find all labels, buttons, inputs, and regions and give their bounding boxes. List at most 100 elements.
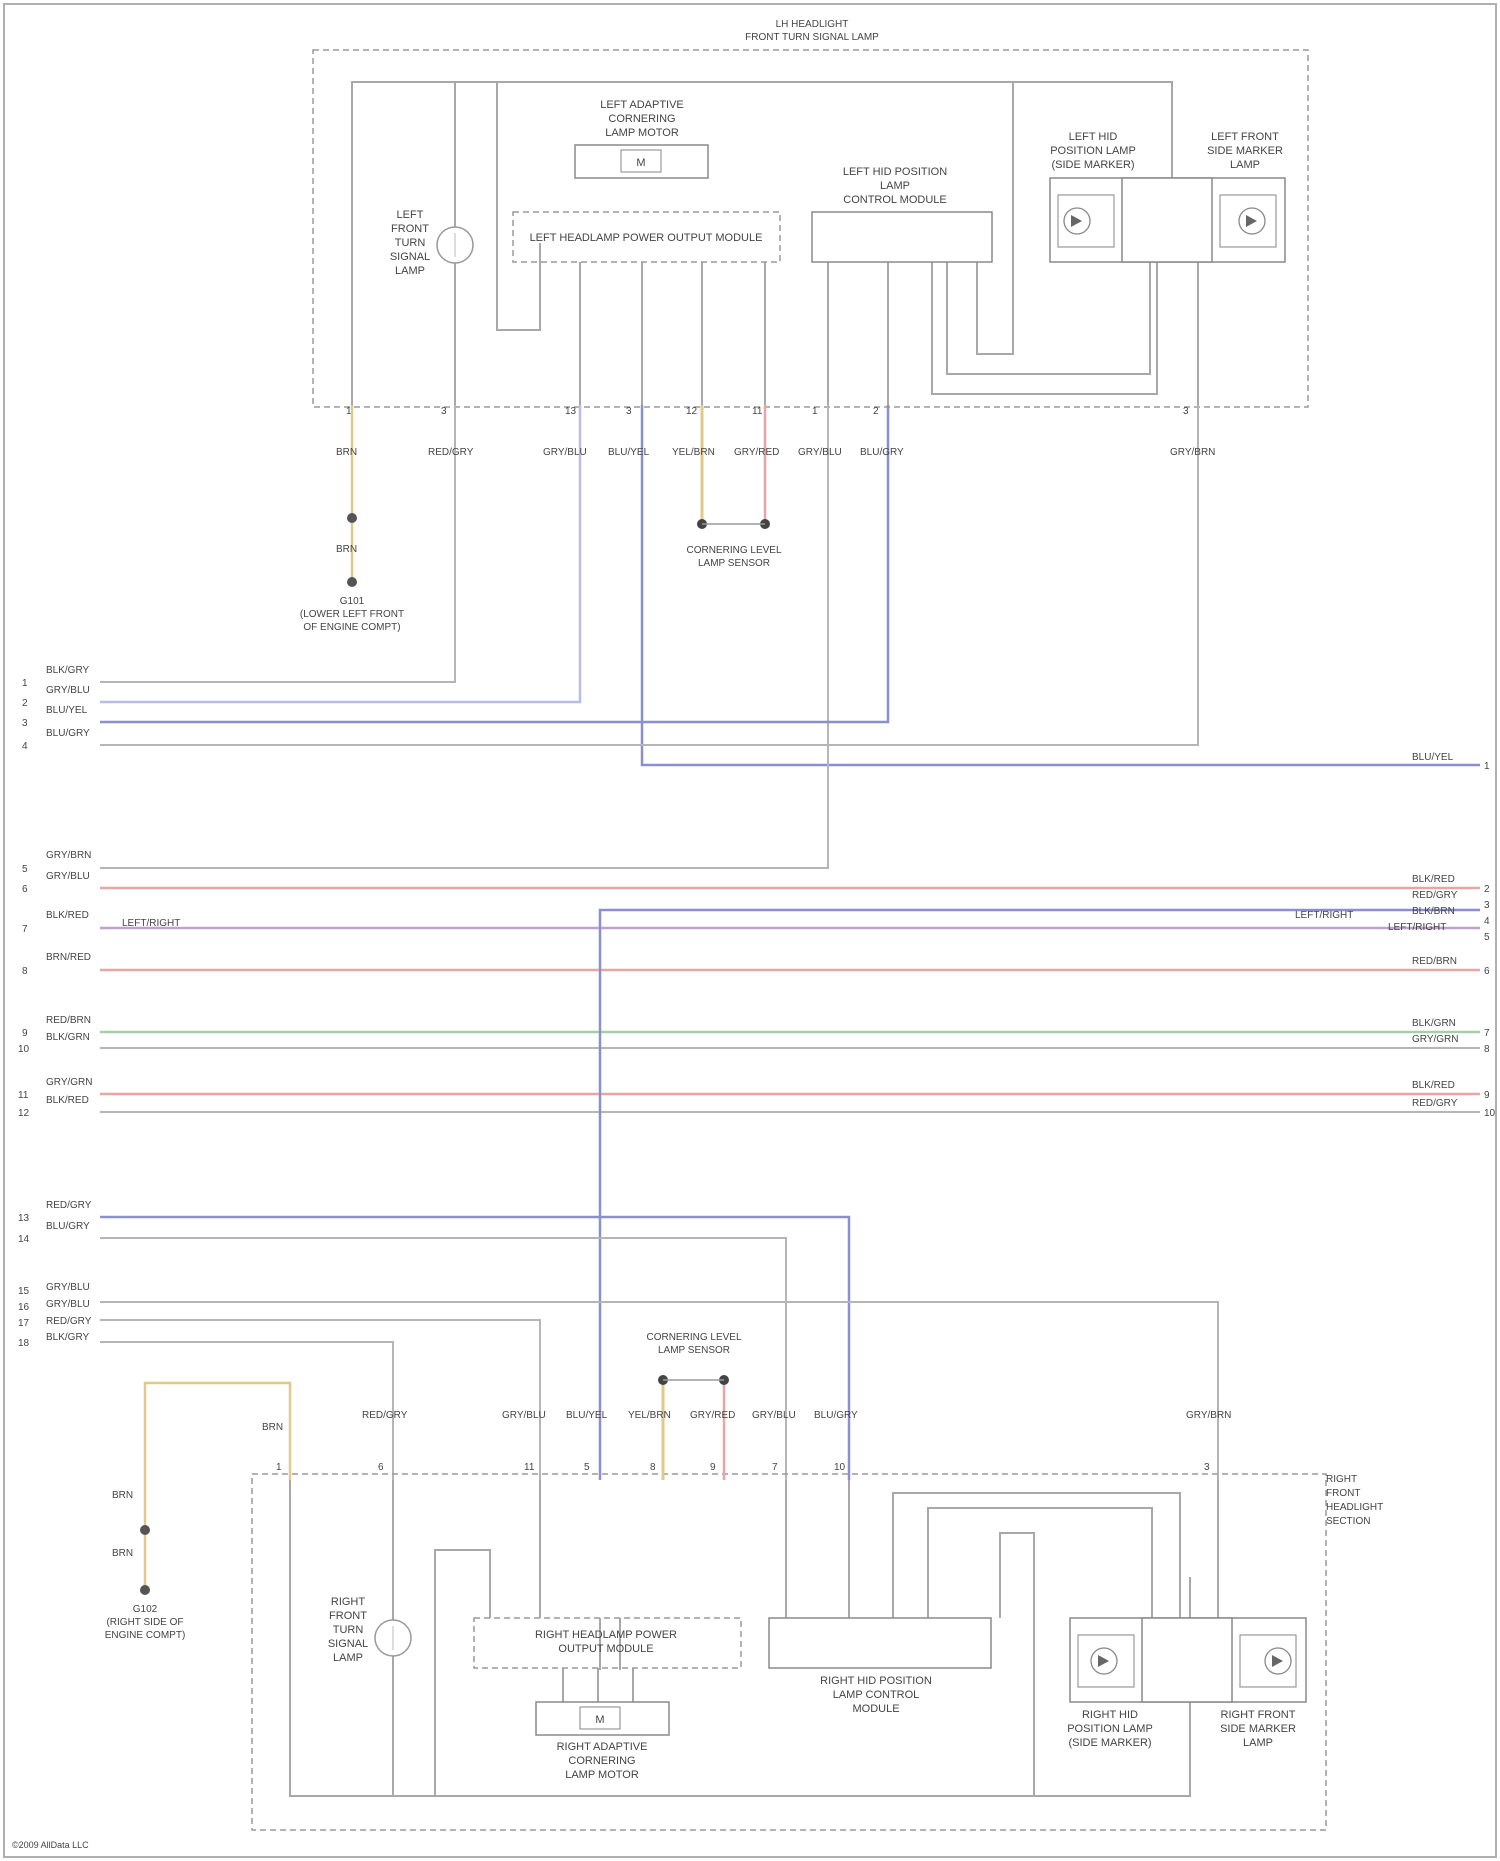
svg-text:BLK/GRY: BLK/GRY [46, 1332, 89, 1343]
right-control-module-label-2: LAMP CONTROL [833, 1689, 920, 1701]
wire-gry-brn-bottom [100, 1302, 1218, 1480]
left-turn-lamp-label-1: LEFT [397, 209, 424, 221]
svg-text:BLK/RED: BLK/RED [46, 910, 89, 921]
svg-text:11: 11 [752, 406, 763, 417]
svg-text:RED/BRN: RED/BRN [1412, 956, 1457, 967]
svg-text:1: 1 [22, 678, 28, 689]
svg-text:5: 5 [22, 864, 28, 875]
bottom-wire-label-4: BLU/YEL [566, 1410, 608, 1421]
right-connector-row-8: GRY/GRN8 [1412, 1034, 1490, 1055]
left-sensor-label: CORNERING LEVEL LAMP SENSOR [686, 545, 781, 569]
left-ground-label: G101 (LOWER LEFT FRONT OF ENGINE COMPT) [300, 596, 404, 633]
right-control-module-label-3: MODULE [852, 1703, 899, 1715]
svg-text:BLK/RED: BLK/RED [1412, 1080, 1455, 1091]
bottom-wire-labels: BRN RED/GRY GRY/BLU BLU/YEL YEL/BRN GRY/… [112, 1410, 1231, 1559]
svg-text:3: 3 [1183, 406, 1189, 417]
left-cornering-motor-label-3: LAMP MOTOR [605, 127, 679, 139]
mid-label-left: LEFT/RIGHT [122, 918, 180, 929]
wire-red-gry-bottom [100, 1320, 540, 1480]
right-connector: BLU/YEL1 BLK/RED2 RED/GRY3 BLK/BRN4 LEFT… [1388, 752, 1496, 1119]
left-turn-lamp-label-3: TURN [395, 237, 426, 249]
bottom-ground-wire-label-1: BRN [112, 1490, 133, 1501]
left-connector-row-14: 14BLU/GRY [18, 1221, 90, 1245]
svg-text:GRY/BLU: GRY/BLU [46, 1282, 90, 1293]
page-border [4, 4, 1496, 1857]
svg-text:G102: G102 [133, 1604, 158, 1615]
svg-text:G101: G101 [340, 596, 365, 607]
left-front-turn-signal-lamp [437, 227, 473, 263]
svg-text:6: 6 [378, 1462, 384, 1473]
svg-text:CORNERING LEVEL: CORNERING LEVEL [686, 545, 781, 556]
top-wire-label-8: BLU/GRY [860, 447, 904, 458]
svg-text:3: 3 [441, 406, 447, 417]
right-position-lamp-label-1: RIGHT HID [1082, 1709, 1138, 1721]
right-position-lamp-bulb-icon [1078, 1635, 1134, 1687]
svg-text:2: 2 [22, 698, 28, 709]
right-cornering-motor-label-3: LAMP MOTOR [565, 1769, 639, 1781]
svg-text:LAMP SENSOR: LAMP SENSOR [698, 558, 770, 569]
left-motor-symbol: M [636, 157, 645, 169]
right-power-module-label-1: RIGHT HEADLAMP POWER [535, 1629, 677, 1641]
left-connector-row-10: 10BLK/GRN [18, 1032, 90, 1055]
left-turn-lamp-label-5: LAMP [395, 265, 425, 277]
svg-text:BLU/GRY: BLU/GRY [46, 728, 90, 739]
harness-wires [100, 888, 1480, 1480]
left-cornering-motor-label-2: CORNERING [608, 113, 675, 125]
splice-right-1 [140, 1525, 150, 1535]
svg-text:11: 11 [524, 1462, 535, 1473]
left-connector-row-15: 15 GRY/BLU [18, 1282, 90, 1297]
right-headlamp-title-1: RIGHT [1326, 1474, 1357, 1485]
svg-text:LAMP SENSOR: LAMP SENSOR [658, 1345, 730, 1356]
left-control-module-label-2: LAMP [880, 180, 910, 192]
top-wire-label-3: GRY/BLU [543, 447, 587, 458]
svg-text:3: 3 [1204, 1462, 1210, 1473]
svg-text:BLU/GRY: BLU/GRY [46, 1221, 90, 1232]
svg-text:BLK/GRN: BLK/GRN [1412, 1018, 1456, 1029]
right-cornering-motor-label-1: RIGHT ADAPTIVE [557, 1741, 648, 1753]
bottom-wire-label-7: GRY/BLU [752, 1410, 796, 1421]
left-external-wiring [100, 405, 1480, 868]
svg-text:3: 3 [1484, 900, 1490, 911]
bottom-wire-label-8: BLU/GRY [814, 1410, 858, 1421]
right-headlamp-title-2: FRONT [1326, 1488, 1360, 1499]
left-position-lamp-label-1: LEFT HID [1069, 131, 1118, 143]
left-side-marker-label-3: LAMP [1230, 159, 1260, 171]
left-control-module-label-3: CONTROL MODULE [843, 194, 947, 206]
wire-blu-yel-cross [600, 910, 1480, 1480]
bottom-ground-wire-label-2: BRN [112, 1548, 133, 1559]
svg-text:12: 12 [18, 1108, 30, 1119]
svg-text:(LOWER LEFT FRONT: (LOWER LEFT FRONT [300, 609, 404, 620]
right-cornering-motor-label-2: CORNERING [568, 1755, 635, 1767]
svg-text:15: 15 [18, 1286, 30, 1297]
right-turn-lamp-label-2: FRONT [329, 1610, 367, 1622]
svg-text:10: 10 [1484, 1108, 1496, 1119]
left-position-lamp-bulb-icon [1058, 195, 1114, 247]
wire-red-gry-top [100, 405, 455, 682]
svg-text:OF ENGINE COMPT): OF ENGINE COMPT) [303, 622, 400, 633]
right-connector-row-1: BLU/YEL1 [1412, 752, 1490, 772]
svg-text:8: 8 [650, 1462, 656, 1473]
wire-blu-yel-top [642, 405, 1480, 765]
right-turn-lamp-label-4: SIGNAL [328, 1638, 368, 1650]
right-control-module-label-1: RIGHT HID POSITION [820, 1675, 932, 1687]
left-headlamp-subtitle: FRONT TURN SIGNAL LAMP [745, 32, 879, 43]
bottom-wire-label-6: GRY/RED [690, 1410, 735, 1421]
svg-text:9: 9 [710, 1462, 716, 1473]
svg-text:10: 10 [834, 1462, 846, 1473]
svg-text:BLU/YEL: BLU/YEL [46, 705, 88, 716]
svg-text:BRN/RED: BRN/RED [46, 952, 91, 963]
svg-text:GRY/BRN: GRY/BRN [46, 850, 91, 861]
bottom-wire-label-3: GRY/BLU [502, 1410, 546, 1421]
mid-label-right: LEFT/RIGHT [1295, 910, 1353, 921]
svg-text:2: 2 [1484, 884, 1490, 895]
svg-text:8: 8 [22, 966, 28, 977]
svg-text:9: 9 [22, 1028, 28, 1039]
svg-text:13: 13 [18, 1213, 30, 1224]
left-side-marker-bulb-icon [1220, 195, 1276, 247]
